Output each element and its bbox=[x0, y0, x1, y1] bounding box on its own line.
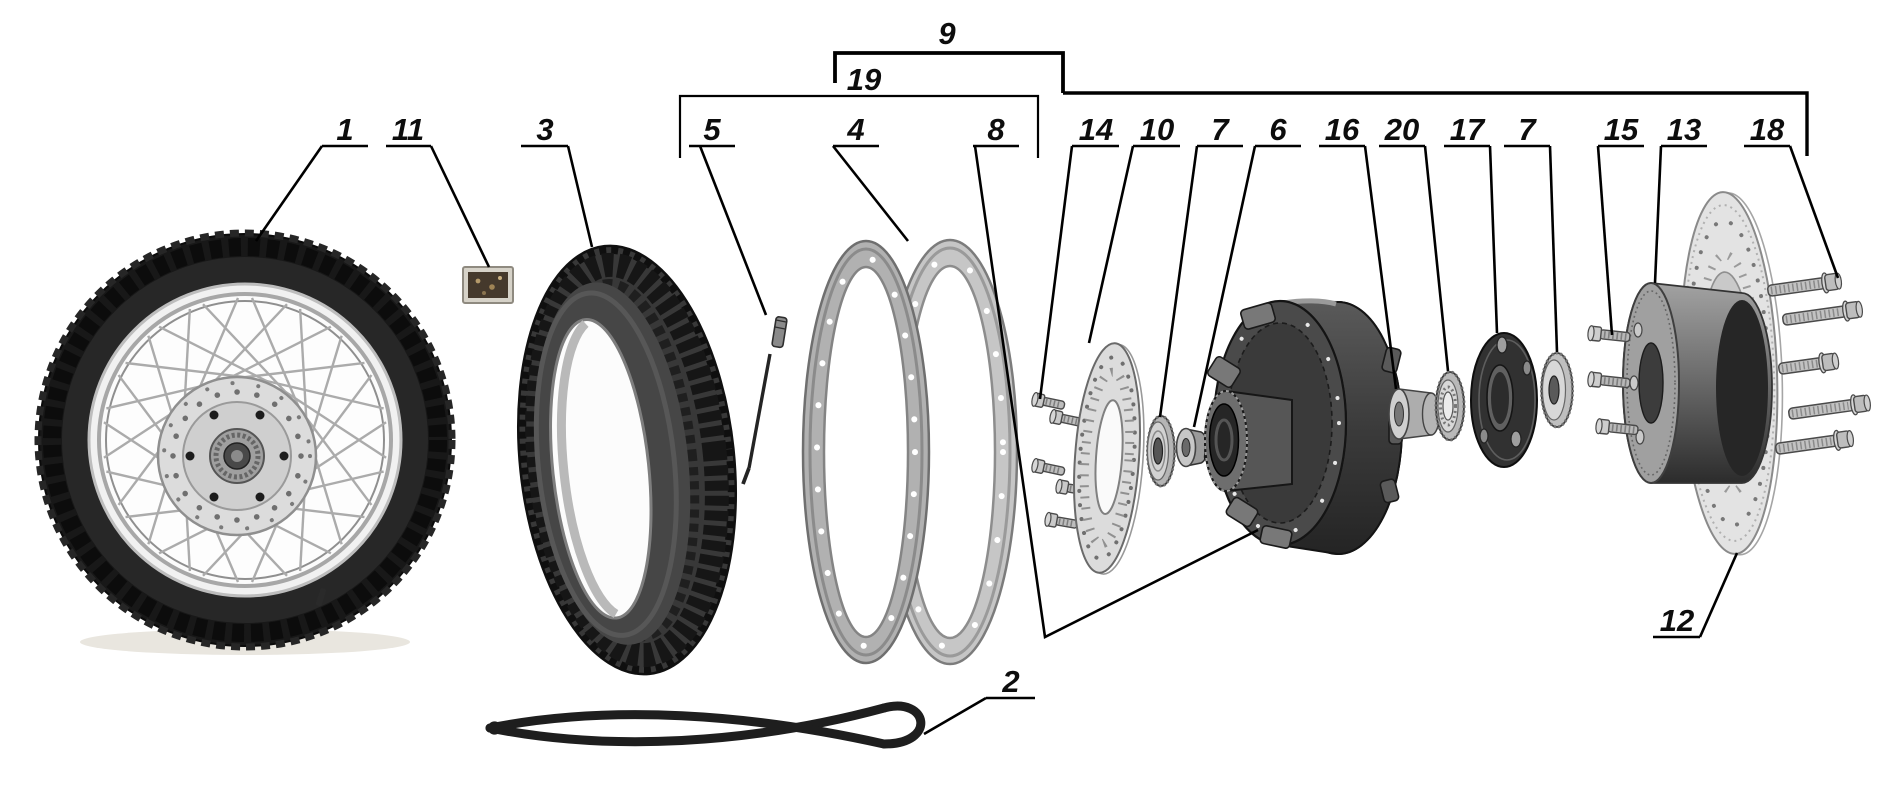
bracket-9-extension bbox=[1063, 91, 1809, 156]
part-hub bbox=[1203, 298, 1403, 556]
part-tire bbox=[516, 244, 738, 676]
part-spacer-ring bbox=[1175, 427, 1209, 468]
stud-bolt bbox=[1778, 352, 1840, 375]
part-lock-washer bbox=[1434, 370, 1466, 442]
tire-sidewall bbox=[62, 257, 428, 623]
rim-near-ring bbox=[801, 239, 931, 665]
callout-8: 8 bbox=[973, 112, 1259, 639]
callout-13: 13 bbox=[1653, 112, 1707, 284]
stud-bolt bbox=[1775, 429, 1855, 455]
callout-6-number: 6 bbox=[1269, 112, 1287, 147]
callout-15-number: 15 bbox=[1604, 112, 1639, 147]
part-flange-bolts bbox=[1587, 325, 1639, 436]
bolt bbox=[1587, 325, 1631, 343]
callout-11-number: 11 bbox=[392, 112, 424, 147]
callout-2-number: 2 bbox=[1001, 664, 1019, 699]
nipple-holes bbox=[814, 255, 918, 649]
callout-2: 2 bbox=[923, 664, 1035, 736]
group-callout-9: 9 bbox=[833, 16, 1809, 156]
part-rim-band-strap bbox=[485, 701, 926, 749]
callout-3: 3 bbox=[521, 112, 594, 248]
callout-5: 5 bbox=[689, 112, 768, 316]
callout-17-number: 17 bbox=[1450, 112, 1486, 147]
part-complete-wheel bbox=[34, 229, 456, 655]
callout-20-number: 20 bbox=[1384, 112, 1419, 147]
bolt bbox=[1031, 391, 1066, 410]
hub-bearing-sleeve bbox=[1204, 389, 1293, 493]
bracket-9 bbox=[833, 51, 1065, 93]
bolt bbox=[1587, 371, 1631, 389]
callout-14-number: 14 bbox=[1079, 112, 1113, 147]
hub-spoke-holes bbox=[1219, 310, 1341, 536]
inner-bead-highlight bbox=[556, 320, 619, 618]
callout-16: 16 bbox=[1319, 112, 1398, 390]
callout-18-number: 18 bbox=[1750, 112, 1785, 147]
tread-blocks bbox=[525, 252, 729, 668]
callout-7-left: 7 bbox=[1158, 112, 1243, 418]
part-rim bbox=[801, 238, 1019, 666]
stud-bolt bbox=[1788, 394, 1872, 420]
callout-19-number: 19 bbox=[847, 62, 882, 97]
disc-holes bbox=[1077, 355, 1137, 561]
callout-16-number: 16 bbox=[1325, 112, 1360, 147]
callout-3-number: 3 bbox=[536, 112, 553, 147]
valve-stem bbox=[315, 588, 327, 606]
callouts: 1 11 3 5 4 8 14 bbox=[254, 112, 1840, 736]
callout-10-number: 10 bbox=[1140, 112, 1174, 147]
part-brake-disc-left bbox=[1073, 342, 1145, 575]
callout-4: 4 bbox=[831, 112, 910, 242]
group-callout-19: 19 bbox=[678, 62, 1040, 158]
stud-bolt bbox=[1782, 300, 1864, 326]
nipple-holes bbox=[894, 253, 1006, 651]
callout-4-number: 4 bbox=[846, 112, 864, 147]
tire-knob-edge bbox=[34, 229, 456, 651]
callout-15: 15 bbox=[1596, 112, 1644, 336]
callout-9-number: 9 bbox=[938, 16, 956, 51]
callout-14: 14 bbox=[1038, 112, 1119, 400]
callout-8-number: 8 bbox=[987, 112, 1005, 147]
callout-7-left-number: 7 bbox=[1211, 112, 1230, 147]
part-washer-left bbox=[1146, 414, 1176, 488]
callout-12: 12 bbox=[1653, 552, 1739, 639]
callout-11: 11 bbox=[386, 112, 491, 268]
callout-13-number: 13 bbox=[1667, 112, 1701, 147]
part-hub-drum bbox=[1622, 282, 1773, 484]
part-spoke bbox=[741, 316, 788, 485]
part-bushing bbox=[1388, 388, 1441, 440]
bolt bbox=[1595, 418, 1639, 436]
front-brake-disc-on-wheel bbox=[156, 375, 318, 537]
callout-12-number: 12 bbox=[1660, 603, 1694, 638]
stud-bolt bbox=[1767, 272, 1843, 297]
part-washer-right bbox=[1540, 351, 1574, 429]
callout-1-number: 1 bbox=[336, 112, 353, 147]
part-flange bbox=[1470, 332, 1538, 468]
callout-20: 20 bbox=[1379, 112, 1450, 372]
callout-10: 10 bbox=[1087, 112, 1180, 344]
callout-7-right-number: 7 bbox=[1518, 112, 1537, 147]
bolt bbox=[1044, 511, 1079, 529]
bolt bbox=[1031, 457, 1066, 476]
part-wheel-studs bbox=[1767, 272, 1872, 455]
callout-18: 18 bbox=[1744, 112, 1840, 279]
callout-5-number: 5 bbox=[703, 112, 721, 147]
callout-1: 1 bbox=[254, 112, 368, 242]
bolt bbox=[1049, 408, 1084, 427]
disc-center-hole bbox=[1094, 399, 1124, 516]
callout-6: 6 bbox=[1192, 112, 1301, 428]
part-balance-weight bbox=[462, 266, 514, 304]
bracket-19-box bbox=[678, 94, 1040, 158]
tire-knobs bbox=[43, 238, 447, 642]
callout-17: 17 bbox=[1444, 112, 1499, 334]
callout-7-right: 7 bbox=[1504, 112, 1559, 353]
